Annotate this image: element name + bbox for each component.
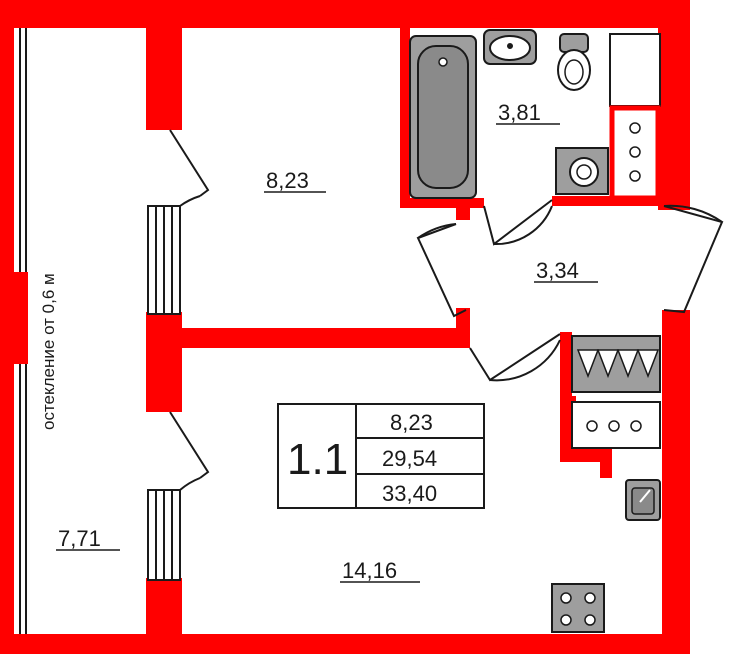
- wall-bath-bottom: [400, 198, 484, 208]
- wall-kitchen-step: [600, 448, 612, 478]
- partition-mid: [146, 312, 182, 412]
- partition-upper: [146, 22, 182, 130]
- bath-cabinet: [609, 33, 661, 201]
- stove-icon: [571, 335, 661, 393]
- wall-hall-stub: [456, 308, 470, 348]
- wall-right-upper: [658, 0, 690, 210]
- walls: [0, 0, 690, 654]
- wall-bath-stub: [456, 198, 470, 220]
- wall-right-lower: [662, 310, 690, 654]
- window-upper: [147, 205, 181, 315]
- wall-kitchen-ledge: [560, 448, 612, 462]
- kitchen-counter: [571, 401, 661, 449]
- apartment-number: 1.1: [287, 435, 348, 484]
- room-area-bathroom: 3,81: [498, 100, 541, 125]
- sink-icon: [483, 29, 537, 65]
- glazing-gap: [0, 272, 28, 364]
- room-labels: 8,23 3,81 3,34 14,16 7,71 остеклениe от …: [39, 100, 598, 583]
- partition-lower: [146, 578, 182, 654]
- summary-area-with-balcony: 33,40: [382, 481, 437, 506]
- wall-bedroom-living: [146, 328, 466, 348]
- room-area-hall: 3,34: [536, 258, 579, 283]
- wall-bottom: [0, 634, 690, 654]
- wall-bath-left: [400, 28, 410, 208]
- doors: [169, 129, 724, 491]
- door-balcony-lower: [169, 411, 210, 479]
- wall-bath-bottom-right: [552, 196, 664, 206]
- room-area-living: 14,16: [342, 558, 397, 583]
- washing-machine-icon: [555, 147, 609, 195]
- wall-top: [0, 0, 690, 28]
- bathtub: [409, 35, 477, 199]
- area-summary: 1.1 8,23 29,54 33,40: [277, 403, 485, 509]
- summary-total-area: 29,54: [382, 446, 437, 471]
- summary-living-area: 8,23: [390, 410, 433, 435]
- window-lower: [147, 489, 181, 581]
- wall-kitchen-left-upper: [560, 332, 572, 402]
- toilet-icon: [557, 33, 591, 91]
- door-entry: [663, 205, 724, 314]
- room-area-bedroom: 8,23: [266, 168, 309, 193]
- door-living: [469, 333, 561, 382]
- door-bedroom: [416, 223, 467, 318]
- cooktop-icon: [551, 583, 605, 633]
- door-balcony-upper: [169, 129, 210, 197]
- room-area-balcony: 7,71: [58, 526, 101, 551]
- kitchen-sink-icon: [625, 479, 661, 521]
- balcony-glazing-note: остеклениe от 0,6 м: [39, 273, 58, 430]
